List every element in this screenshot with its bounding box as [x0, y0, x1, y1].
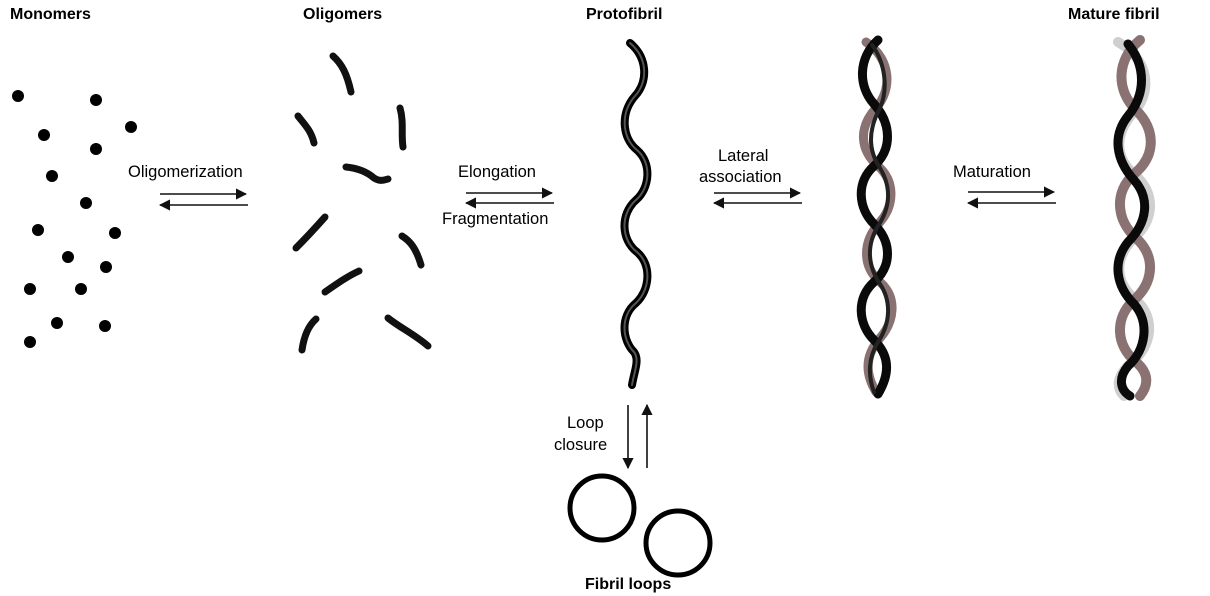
monomer-dot	[99, 320, 111, 332]
monomer-dot	[12, 90, 24, 102]
monomer-dot	[100, 261, 112, 273]
oligomer-strand	[402, 236, 421, 265]
oligomer-strand	[298, 116, 314, 143]
oligomer-strand	[388, 318, 428, 346]
lateral-association-label-line1: Lateral	[718, 145, 768, 167]
lateral-fibril	[861, 40, 892, 394]
oligomer-strands	[296, 56, 428, 350]
maturation-label: Maturation	[953, 161, 1031, 183]
protofibril-strand	[624, 43, 647, 385]
oligomer-strand	[296, 217, 325, 248]
loop-closure-label-line2: closure	[554, 434, 607, 456]
monomer-dot	[51, 317, 63, 329]
monomer-dot	[75, 283, 87, 295]
mature-fibril-title: Mature fibril	[1068, 6, 1160, 24]
monomer-dot	[80, 197, 92, 209]
lateral-association-label-line2: association	[699, 166, 782, 188]
monomer-dot	[90, 143, 102, 155]
protofibril-title: Protofibril	[586, 6, 662, 24]
fibril-loop-ring	[570, 476, 634, 540]
monomer-dot	[32, 224, 44, 236]
fibril-loops	[570, 476, 710, 575]
oligomer-strand	[325, 271, 359, 292]
monomers-title: Monomers	[10, 6, 91, 24]
monomer-dot	[109, 227, 121, 239]
oligomerization-label: Oligomerization	[128, 161, 243, 183]
oligomer-strand	[400, 108, 403, 147]
monomer-dot	[24, 336, 36, 348]
fibril-loop-ring	[646, 511, 710, 575]
loop-closure-label-line1: Loop	[567, 412, 604, 434]
monomer-dot	[46, 170, 58, 182]
monomer-dot	[38, 129, 50, 141]
monomer-dots	[12, 90, 137, 348]
mature-fibril	[1118, 40, 1151, 396]
fibril-loops-title: Fibril loops	[585, 576, 671, 594]
oligomers-title: Oligomers	[303, 6, 382, 24]
oligomer-strand	[302, 319, 316, 350]
monomer-dot	[90, 94, 102, 106]
oligomer-strand	[346, 167, 388, 180]
monomer-dot	[125, 121, 137, 133]
monomer-dot	[24, 283, 36, 295]
elongation-label: Elongation	[458, 161, 536, 183]
equilibrium-arrows	[160, 192, 1056, 468]
fragmentation-label: Fragmentation	[442, 208, 548, 230]
monomer-dot	[62, 251, 74, 263]
oligomer-strand	[333, 56, 351, 92]
